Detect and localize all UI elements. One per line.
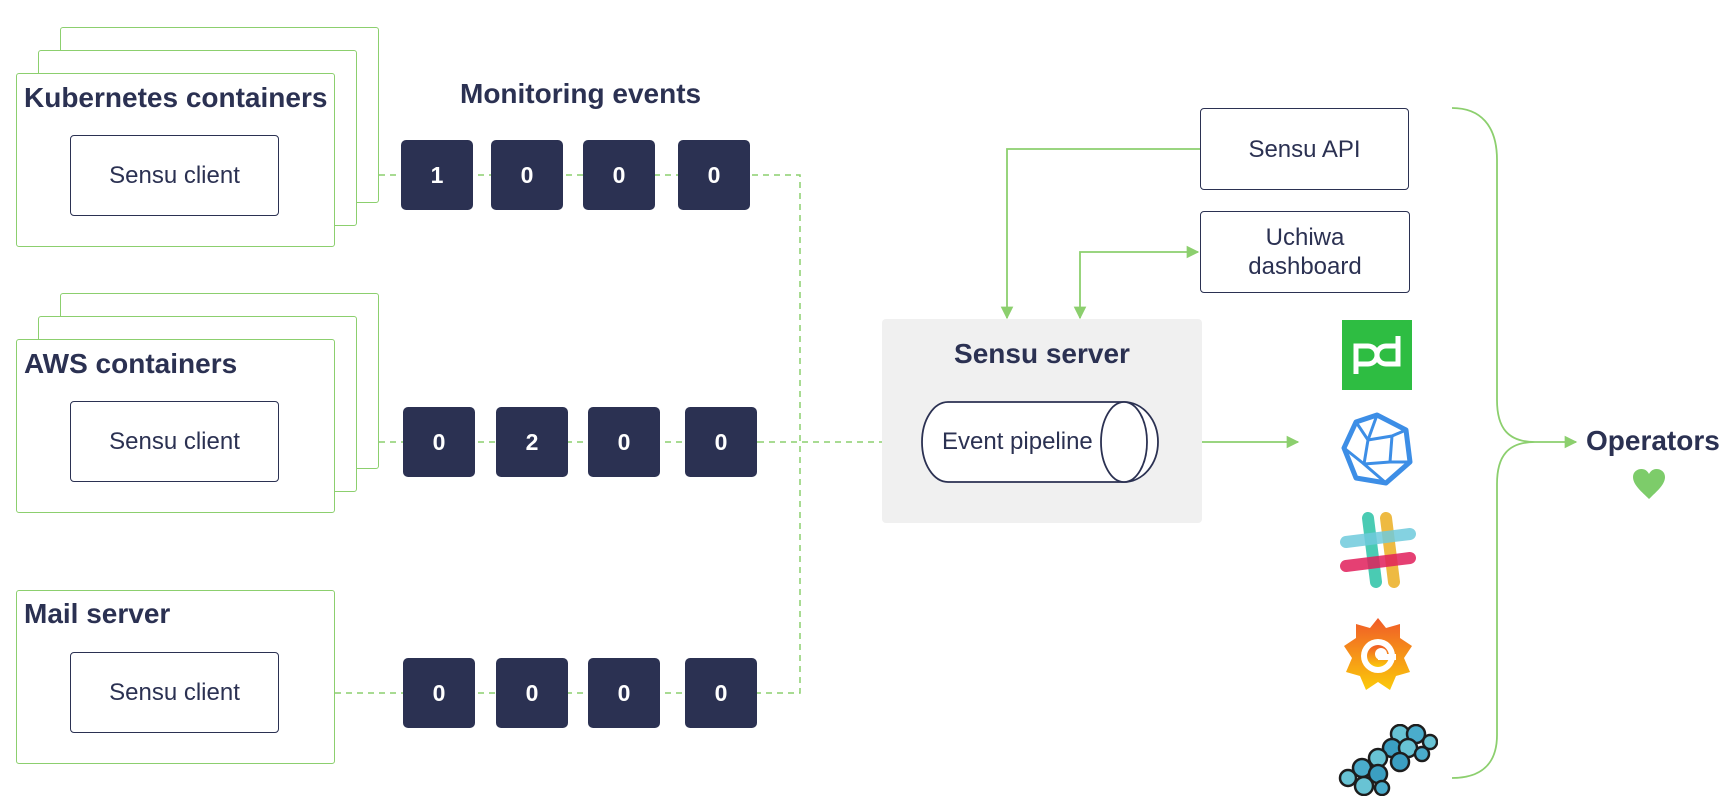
event-counter: 0 <box>403 658 475 728</box>
mail-sensu-client: Sensu client <box>70 652 279 733</box>
event-counter: 0 <box>403 407 475 477</box>
event-counter: 0 <box>685 407 757 477</box>
pagerduty-icon <box>1342 320 1412 390</box>
grafana-icon <box>1344 618 1412 690</box>
slack-icon <box>1340 512 1416 588</box>
event-counter: 0 <box>678 140 750 210</box>
uchiwa-dashboard-label-line2: dashboard <box>1248 253 1362 280</box>
aws-title: AWS containers <box>24 348 238 379</box>
sensu-server-title: Sensu server <box>954 338 1130 369</box>
hexagon-cluster-icon <box>1338 724 1438 796</box>
uchiwa-dashboard-box: Uchiwa dashboard <box>1200 211 1410 293</box>
event-pipeline-label: Event pipeline <box>942 428 1093 455</box>
heart-icon <box>1633 469 1665 499</box>
polyhedron-icon <box>1341 412 1413 486</box>
event-counter: 0 <box>583 140 655 210</box>
event-counter: 0 <box>496 658 568 728</box>
event-counter: 1 <box>401 140 473 210</box>
uchiwa-dashboard-label-line1: Uchiwa <box>1265 224 1345 251</box>
mail-server-title: Mail server <box>24 598 171 629</box>
kubernetes-title: Kubernetes containers <box>24 82 328 113</box>
sensu-api-box: Sensu API <box>1200 108 1409 190</box>
sensu-api-label: Sensu API <box>1248 135 1361 163</box>
event-counter: 0 <box>491 140 563 210</box>
operators-label: Operators <box>1586 425 1720 456</box>
event-counter: 0 <box>588 658 660 728</box>
aws-sensu-client: Sensu client <box>70 401 279 482</box>
event-counter: 0 <box>588 407 660 477</box>
event-pipeline-cylinder <box>921 401 1159 483</box>
kubernetes-sensu-client: Sensu client <box>70 135 279 216</box>
event-counter: 0 <box>685 658 757 728</box>
monitoring-events-title: Monitoring events <box>460 78 702 109</box>
event-counter: 2 <box>496 407 568 477</box>
